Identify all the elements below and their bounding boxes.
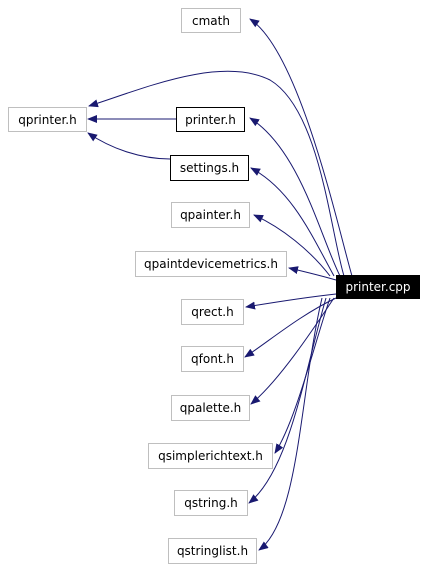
node-printer-cpp-label: printer.cpp <box>345 280 411 294</box>
edge-printer-cpp-to-qstring-h <box>248 297 327 504</box>
node-qpalette-h[interactable]: qpalette.h <box>171 395 250 421</box>
node-qfont-h[interactable]: qfont.h <box>181 346 244 372</box>
node-printer-h-label: printer.h <box>185 112 236 127</box>
node-qstring-h-label: qstring.h <box>184 496 238 510</box>
edge-printer-cpp-to-qsimplerichtext-h <box>274 297 331 454</box>
node-qprinter-h[interactable]: qprinter.h <box>8 107 87 132</box>
edge-printer-cpp-to-qrect-h <box>245 293 337 310</box>
edge-printer-cpp-to-cmath <box>249 18 353 277</box>
node-settings-h[interactable]: settings.h <box>170 155 249 181</box>
edge-printer-cpp-to-qstringlist-h <box>258 297 323 551</box>
edge-printer-cpp-to-qpaintdevicemetrics-h <box>288 266 337 281</box>
edge-printer-cpp-to-qpainter-h <box>253 214 331 277</box>
node-qsimplerichtext-h-label: qsimplerichtext.h <box>158 449 263 463</box>
edge-printer-cpp-to-qprinter-h <box>88 70 345 277</box>
node-qpainter-h-label: qpainter.h <box>180 208 241 222</box>
node-qstring-h[interactable]: qstring.h <box>174 490 248 516</box>
node-qstringlist-h[interactable]: qstringlist.h <box>168 538 257 564</box>
node-qpaintdevicemetrics-h-label: qpaintdevicemetrics.h <box>144 257 278 271</box>
node-cmath-label: cmath <box>192 13 230 28</box>
node-qrect-h[interactable]: qrect.h <box>181 299 244 325</box>
node-qsimplerichtext-h[interactable]: qsimplerichtext.h <box>148 443 273 469</box>
node-qpainter-h[interactable]: qpainter.h <box>171 202 250 228</box>
node-qprinter-h-label: qprinter.h <box>18 112 77 127</box>
node-qrect-h-label: qrect.h <box>191 305 234 319</box>
node-qpalette-h-label: qpalette.h <box>179 401 242 415</box>
edge-printer-cpp-to-settings-h <box>250 167 335 277</box>
node-qpaintdevicemetrics-h[interactable]: qpaintdevicemetrics.h <box>135 251 287 277</box>
node-settings-h-label: settings.h <box>179 161 240 175</box>
node-qstringlist-h-label: qstringlist.h <box>176 544 249 558</box>
node-printer-h[interactable]: printer.h <box>176 107 245 132</box>
edge-printer-cpp-to-printer-h <box>249 117 341 277</box>
edge-printer-cpp-to-qfont-h <box>244 297 337 358</box>
edge-printer-cpp-to-qpalette-h <box>250 297 335 405</box>
node-cmath[interactable]: cmath <box>181 8 241 33</box>
node-printer-cpp[interactable]: printer.cpp <box>336 275 420 299</box>
edge-settings-h-to-qprinter-h <box>87 132 171 160</box>
node-qfont-h-label: qfont.h <box>191 352 234 366</box>
